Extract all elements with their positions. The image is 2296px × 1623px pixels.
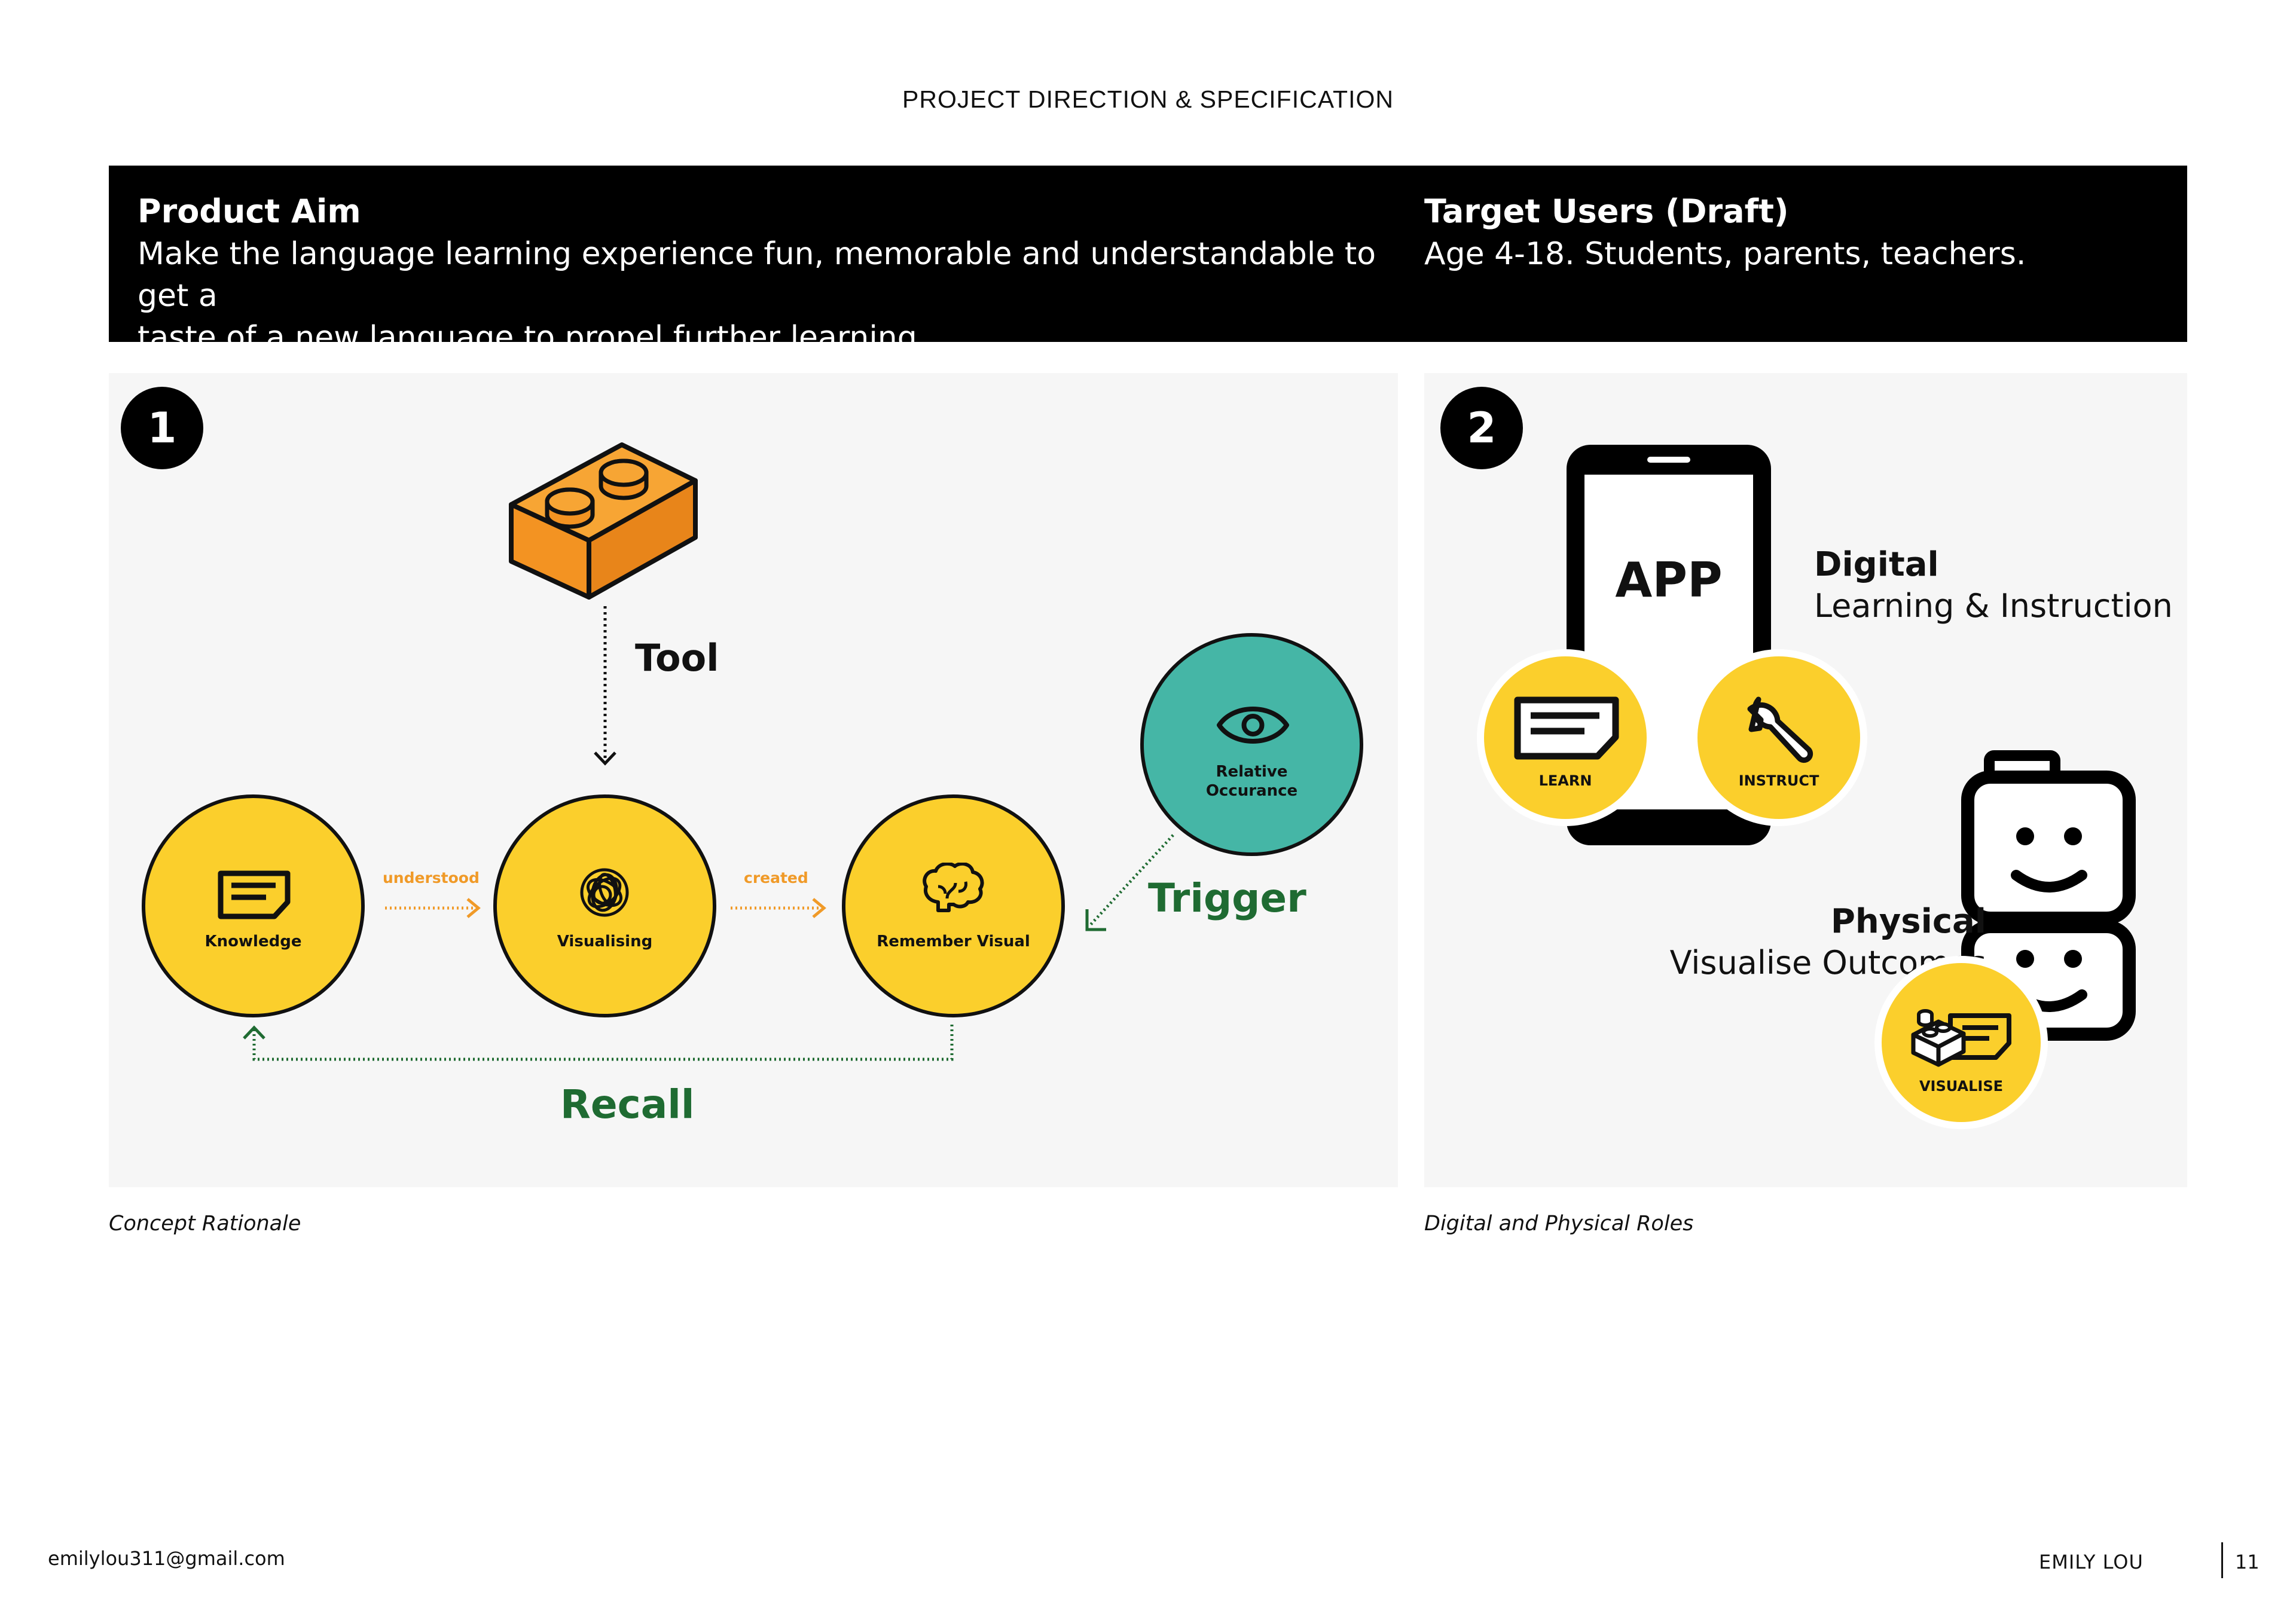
visualise-icon bbox=[1911, 1009, 2011, 1067]
instruct-node: INSTRUCT bbox=[1697, 656, 1860, 819]
product-aim-heading: Product Aim bbox=[138, 192, 361, 230]
visualise-node: VISUALISE bbox=[1882, 963, 2041, 1122]
remember-visual-node: Remember Visual bbox=[842, 794, 1065, 1017]
lego-brick-icon bbox=[509, 442, 698, 600]
recall-label: Recall bbox=[560, 1081, 695, 1127]
product-aim-line-1: Make the language learning experience fu… bbox=[138, 236, 1376, 314]
learn-node: LEARN bbox=[1484, 656, 1647, 819]
document-icon bbox=[218, 870, 291, 919]
concept-rationale-panel: 1 Tool Knowledge understood bbox=[109, 373, 1398, 1187]
panel-number-badge: 1 bbox=[121, 387, 203, 469]
page-number: 11 bbox=[2235, 1551, 2260, 1573]
lego-figure-icon bbox=[1961, 750, 2136, 1041]
target-users-heading: Target Users (Draft) bbox=[1424, 192, 1789, 230]
product-aim-line-2: taste of a new language to propel furthe… bbox=[138, 320, 927, 356]
footer-divider bbox=[2221, 1542, 2223, 1578]
wrench-icon bbox=[1747, 696, 1813, 763]
instruct-label: INSTRUCT bbox=[1738, 772, 1819, 789]
trigger-label: Trigger bbox=[1148, 875, 1306, 921]
digital-text: Learning & Instruction bbox=[1814, 587, 2173, 625]
learn-document-icon bbox=[1514, 696, 1619, 760]
digital-heading: Digital bbox=[1814, 545, 1939, 584]
footer-author: EMILY LOU bbox=[2039, 1551, 2144, 1573]
remember-visual-label: Remember Visual bbox=[877, 933, 1030, 950]
relative-occurance-node: Relative Occurance bbox=[1140, 633, 1363, 856]
visualise-label: VISUALISE bbox=[1919, 1078, 2003, 1095]
app-label: APP bbox=[1615, 552, 1723, 608]
created-arrow bbox=[731, 898, 826, 918]
trigger-arrow bbox=[1085, 834, 1174, 931]
footer-email: emilylou311@gmail.com bbox=[48, 1547, 285, 1570]
visualising-label: Visualising bbox=[557, 933, 653, 950]
eye-icon bbox=[1217, 707, 1289, 744]
relative-occurance-label: Relative Occurance bbox=[1144, 762, 1360, 800]
digital-physical-caption: Digital and Physical Roles bbox=[1424, 1212, 1694, 1236]
brain-icon bbox=[923, 863, 984, 912]
understood-arrow bbox=[385, 898, 481, 918]
digital-physical-panel: 2 APP Digital Learning & Instruction LEA… bbox=[1424, 373, 2187, 1187]
relative-occurance-line-1: Relative bbox=[1216, 763, 1288, 781]
target-users-text: Age 4-18. Students, parents, teachers. bbox=[1424, 236, 2026, 272]
scribble-icon bbox=[580, 868, 629, 917]
relative-occurance-line-2: Occurance bbox=[1205, 782, 1298, 800]
aim-banner: Product Aim Make the language learning e… bbox=[109, 166, 2187, 356]
panel-number-badge: 2 bbox=[1440, 387, 1523, 469]
created-label: created bbox=[744, 869, 808, 887]
understood-label: understood bbox=[383, 869, 480, 887]
tool-arrow bbox=[594, 606, 616, 766]
product-aim-text: Make the language learning experience fu… bbox=[138, 233, 1423, 359]
learn-label: LEARN bbox=[1538, 772, 1592, 789]
recall-path bbox=[243, 1025, 954, 1061]
tool-label: Tool bbox=[635, 636, 719, 680]
page-header-title: PROJECT DIRECTION & SPECIFICATION bbox=[902, 85, 1394, 113]
physical-heading: Physical bbox=[1830, 902, 1986, 941]
knowledge-label: Knowledge bbox=[204, 933, 302, 950]
visualising-node: Visualising bbox=[493, 794, 716, 1017]
knowledge-node: Knowledge bbox=[142, 794, 365, 1017]
concept-rationale-caption: Concept Rationale bbox=[109, 1212, 301, 1236]
